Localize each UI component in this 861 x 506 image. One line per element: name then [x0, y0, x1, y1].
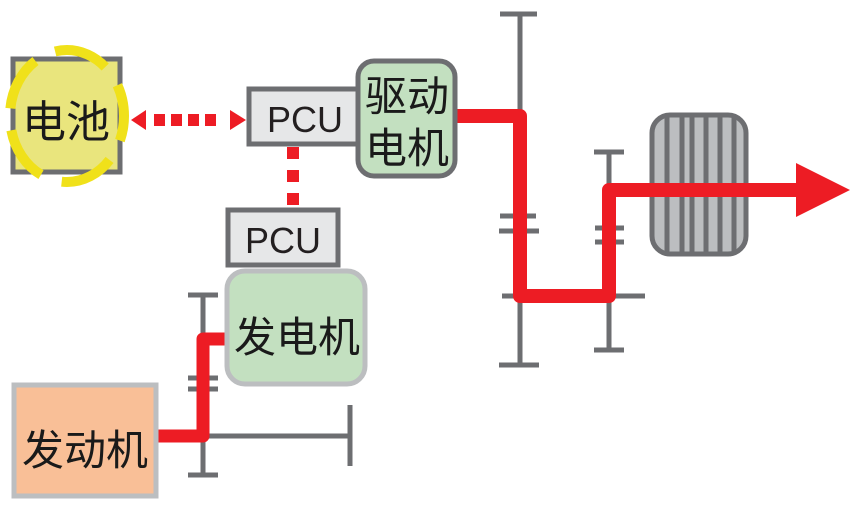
battery-glow-ring — [5, 45, 129, 187]
engine-label: 发动机 — [22, 426, 148, 475]
pcu-generator-label: PCU — [245, 220, 321, 261]
output-arrow-head — [796, 163, 850, 217]
generator-node[interactable]: 发电机 — [224, 268, 368, 387]
engine-to-generator-power-flow — [155, 332, 230, 443]
drive-motor-to-wheel-power-flow — [455, 109, 800, 303]
drive-motor-label-line1: 驱动 — [365, 72, 449, 121]
drive-motor-label-line2: 电机 — [365, 124, 449, 173]
drive-motor-node[interactable]: 驱动 电机 — [355, 58, 458, 179]
pcu-main-node[interactable]: PCU — [246, 86, 364, 147]
arrow-head-right — [230, 110, 246, 130]
arrow-head-left — [131, 110, 146, 130]
pcu-generator-node[interactable]: PCU — [225, 207, 341, 268]
pcu-pcu-link — [287, 147, 299, 205]
battery-node[interactable]: 电池 — [5, 45, 129, 187]
battery-pcu-link — [131, 110, 246, 130]
pcu-main-label: PCU — [267, 99, 343, 140]
generator-label: 发电机 — [234, 313, 360, 362]
drive-gear-shaft-2 — [594, 149, 645, 353]
engine-node[interactable]: 发动机 — [11, 382, 159, 499]
battery-label: 电池 — [22, 97, 110, 148]
